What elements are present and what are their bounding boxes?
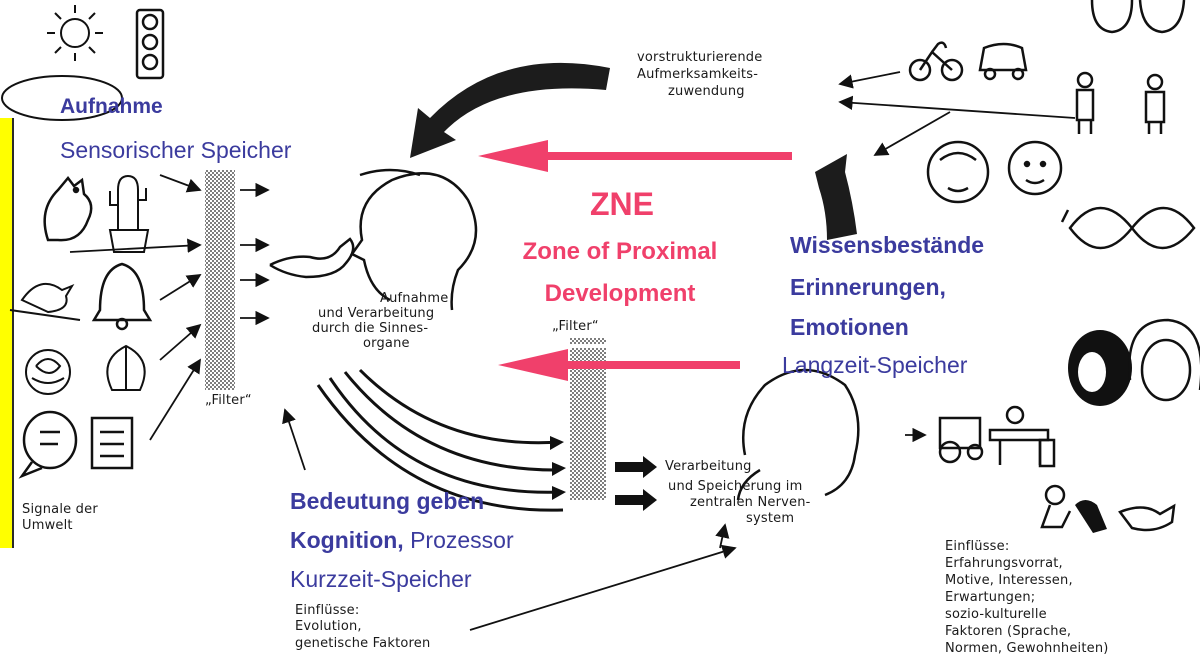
verarbeitung-text-1: Verarbeitung [665,459,752,474]
dark-curved-arrow-top [410,62,610,159]
speech-bubble-icon [18,410,78,479]
aufnahme-circle-outline [1,75,123,121]
zne-line-1: Zone of Proximal [522,238,718,265]
emotionen-label: Emotionen [790,314,909,340]
sun-icon [47,5,103,61]
aufnahme-text-4: organe [363,336,410,351]
bedeutung-geben-label: Bedeutung geben [290,488,485,514]
wissensbestaende-label: Wissensbestände [790,232,985,258]
rose-icon [25,349,71,395]
einfluesse-right-5: sozio-kulturelle [945,607,1047,622]
einfluesse-right-6: Faktoren (Sprache, [945,624,1072,639]
einfluesse-right-3: Motive, Interessen, [945,573,1073,588]
bicycle-icon [908,41,964,82]
elderly-face-icon [926,140,990,204]
aufnahme-text-1: Aufnahme [380,291,449,306]
zne-line-2: Development [544,280,696,307]
tractor-icon [938,416,984,464]
woman-face-icon [1128,318,1200,402]
signale-text-2: Umwelt [22,518,73,533]
filter-mid-top-dots [570,338,606,344]
signale-text-1: Signale der [22,502,98,517]
erinnerungen-label: Erinnerungen, [790,274,946,300]
top-faces-icon [1090,0,1186,34]
einfluesse-left-1: Einflüsse: [295,603,360,618]
brain-head-icon [736,368,860,501]
traffic-light-icon [135,8,165,80]
dog-icon [1075,500,1176,533]
cactus-icon [108,174,150,253]
einfluesse-left-3: genetische Faktoren [295,636,431,651]
vorstrukt-text-2: Aufmerksamkeits- [637,67,759,82]
kognition-prozessor-line: Kognition, Prozessor [290,527,514,553]
vase-illusion-icon [1060,206,1196,250]
aufnahme-title: Aufnahme [60,95,163,118]
verarbeitung-text-2: und Speicherung im [668,479,803,494]
verarbeitung-text-3: zentralen Nerven- [690,495,811,510]
dark-arrow-right [815,154,857,240]
aufnahme-text-3: durch die Sinnes- [312,321,429,336]
einfluesse-right-7: Normen, Gewohnheiten) [945,641,1109,656]
yellow-highlight-bar [0,118,14,548]
filter-label-left: „Filter“ [205,393,252,408]
cat-icon [43,175,93,242]
hand-icon [269,237,355,279]
kognition-label: Kognition, [290,527,404,553]
flower-icon [106,344,146,391]
afro-face-icon [1068,330,1132,406]
book-icon [90,416,134,470]
filter-column-middle [570,348,606,500]
einfluesse-right-2: Erfahrungsvorrat, [945,556,1063,571]
einfluesse-right-1: Einflüsse: [945,539,1010,554]
head-profile-icon [350,168,478,311]
car-icon [978,42,1028,81]
bird-icon [9,282,81,321]
vorstrukt-text-1: vorstrukturierende [637,50,763,65]
vorstrukt-text-3: zuwendung [668,84,745,99]
aufnahme-text-2: und Verarbeitung [318,306,435,321]
kurzzeit-speicher-label: Kurzzeit-Speicher [290,566,472,592]
einfluesse-left-2: Evolution, [295,619,362,634]
bell-icon [91,262,153,331]
filter-label-middle: „Filter“ [552,319,599,334]
sensorischer-speicher-label: Sensorischer Speicher [60,137,292,163]
baby-face-icon [1007,140,1063,196]
verarbeitung-text-4: system [746,511,795,526]
red-arrow-bottom [498,349,740,381]
kneeling-person-icon [1040,484,1072,529]
zne-title: ZNE [590,186,654,222]
einfluesse-right-4: Erwartungen; [945,590,1036,605]
red-arrow-top [478,140,792,172]
standing-person-icon [1075,71,1166,134]
desk-icon [988,405,1056,468]
langzeit-speicher-label: Langzeit-Speicher [782,352,968,378]
filter-column-left [205,170,235,390]
prozessor-label: Prozessor [403,527,514,553]
